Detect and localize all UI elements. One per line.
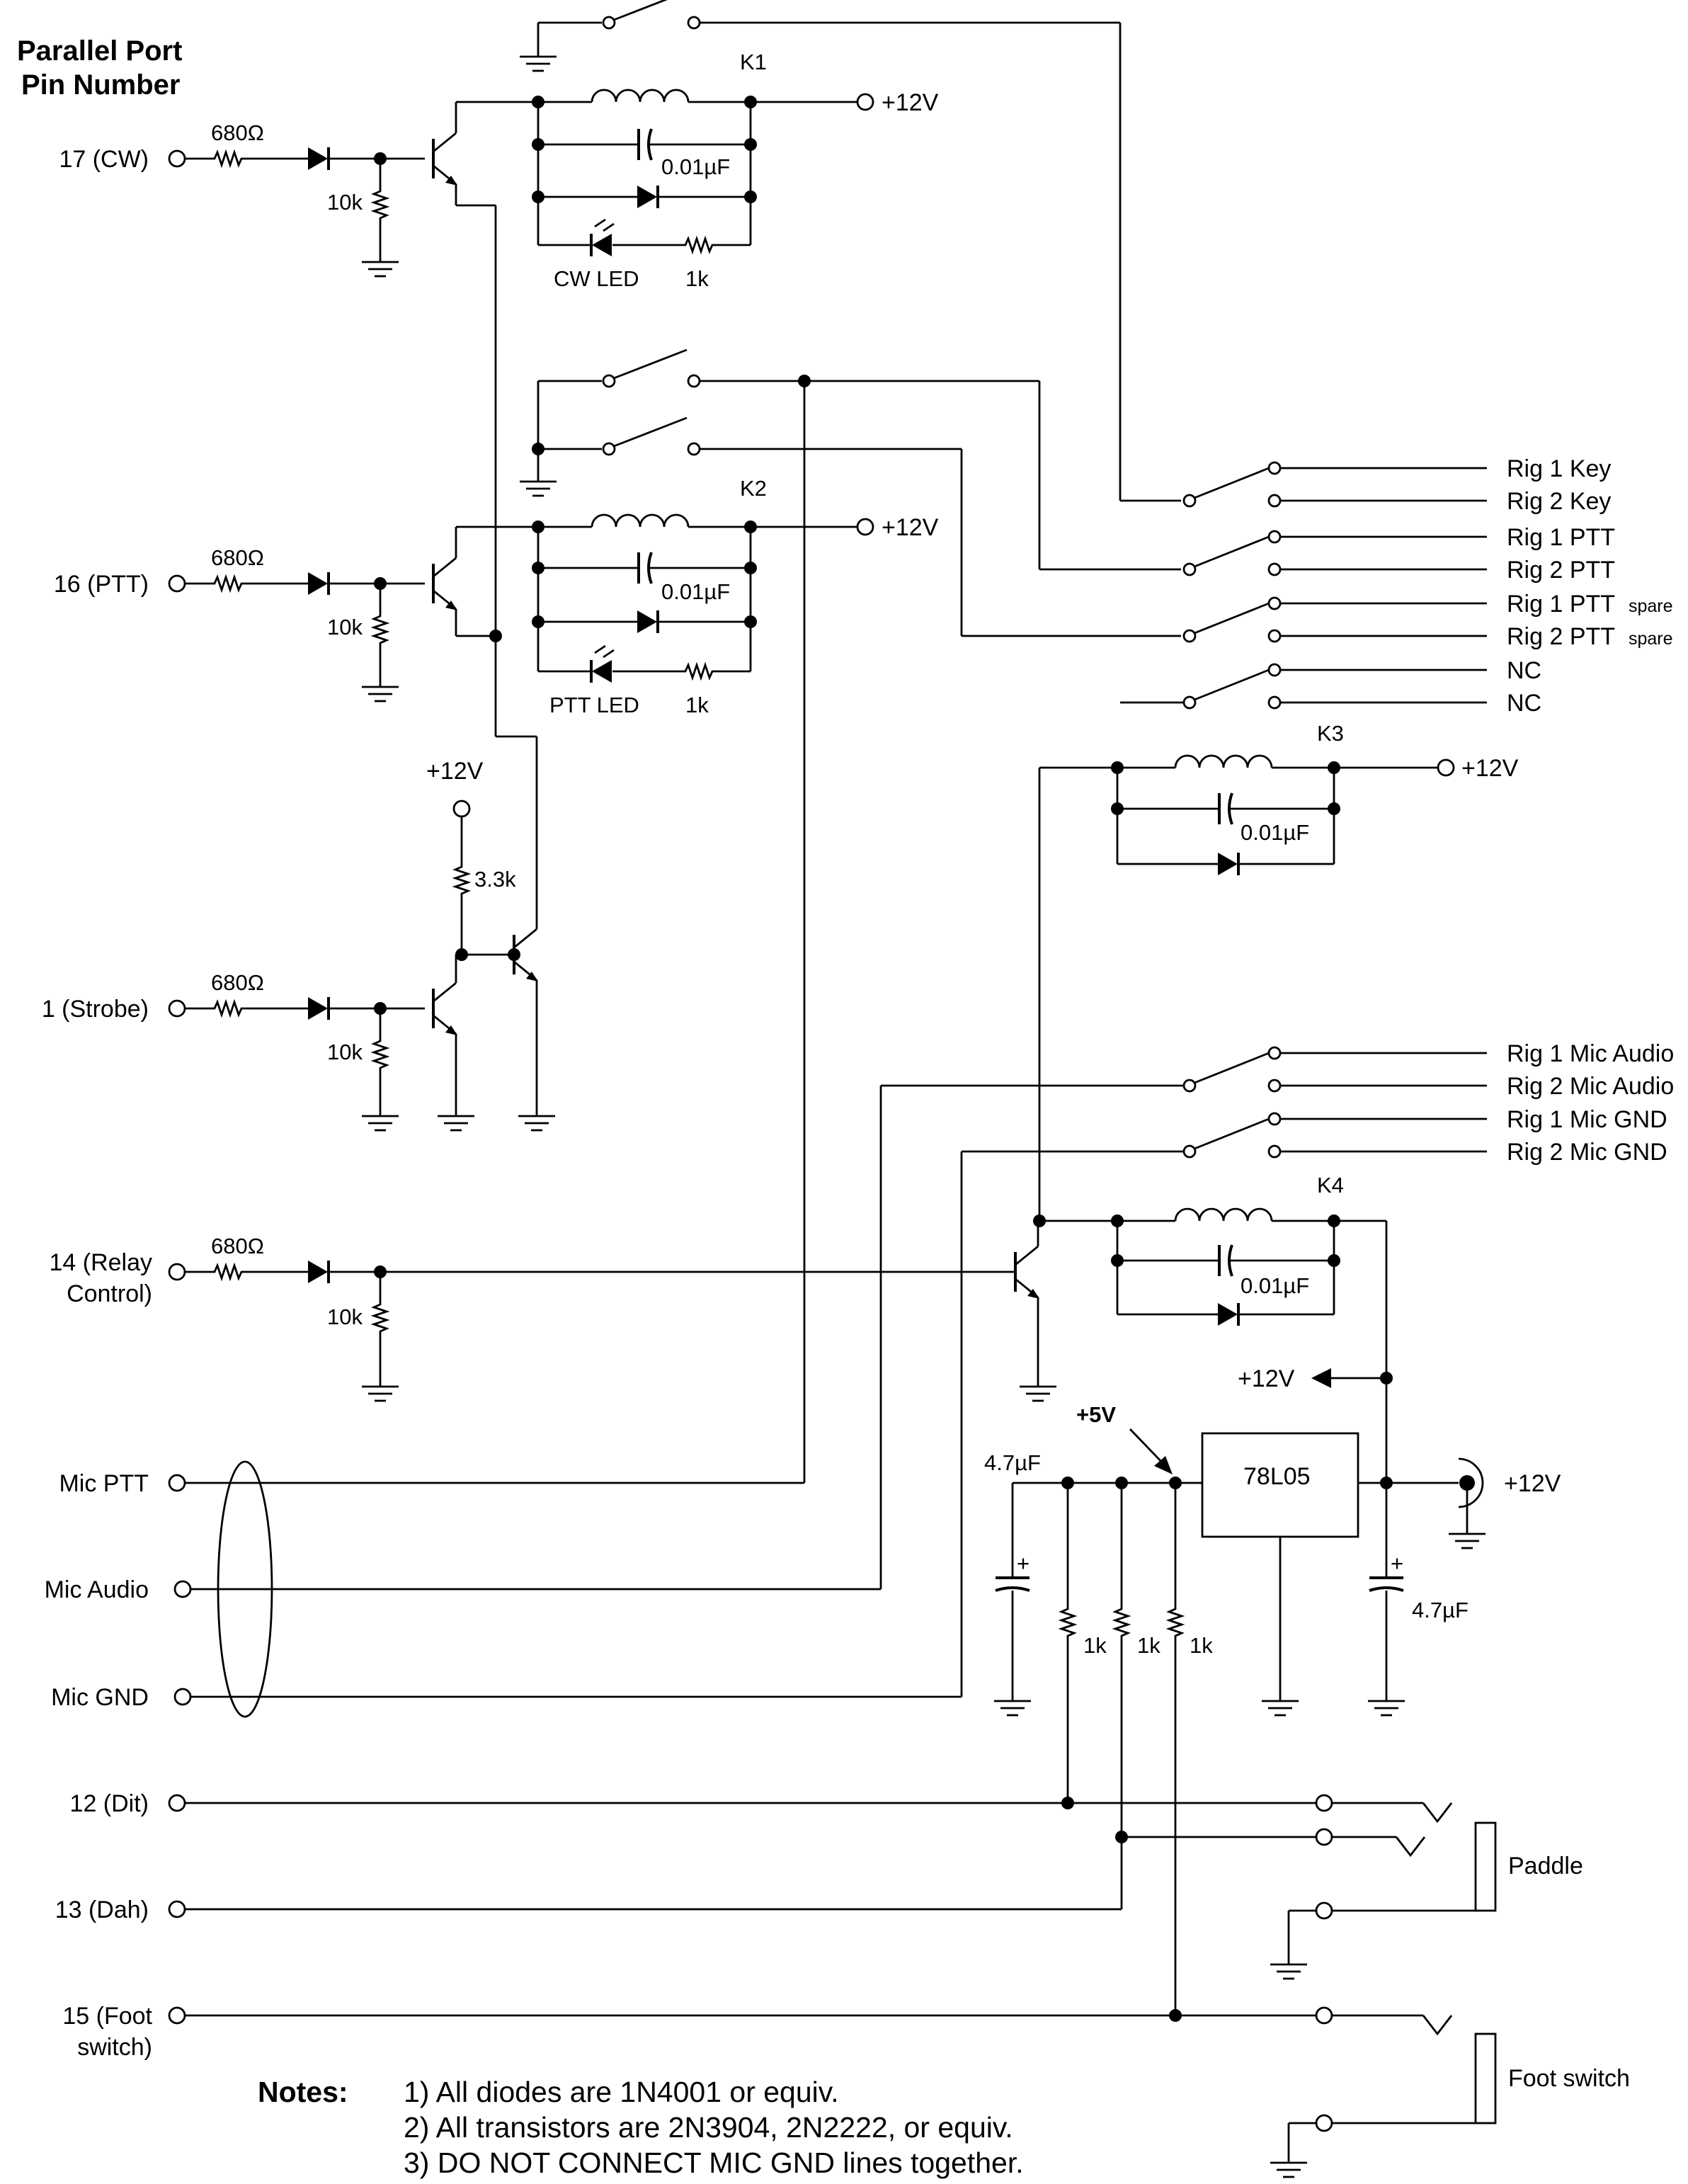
r-pulldown-label: 10k (327, 1040, 363, 1064)
foot-switch-jack[interactable] (1474, 2032, 1497, 2125)
title-line1: Parallel Port (17, 35, 182, 67)
pin14-terminal[interactable] (168, 1263, 186, 1281)
note-1: 1) All diodes are 1N4001 or equiv. (404, 2076, 839, 2108)
mic-audio-label: Mic Audio (45, 1576, 149, 1603)
power-supply: 78L05 + 4.7µF +12V +5V 4.7µF + 1k (984, 1402, 1561, 2015)
nc1-label: NC (1507, 657, 1541, 684)
regulator-label: 78L05 (1243, 1463, 1311, 1490)
pin15-label-a: 15 (Foot (62, 2003, 152, 2030)
k1-rled-label: 1k (685, 266, 709, 291)
k4-12v-arrow-label: +12V (1238, 1365, 1295, 1392)
notes-heading: Notes: (258, 2076, 348, 2108)
r-pullup-label: 3.3k (474, 867, 516, 892)
pin17-label: 17 (CW) (59, 146, 149, 173)
c-out-label: 4.7µF (1412, 1598, 1469, 1622)
k4-label: K4 (1317, 1173, 1344, 1198)
r-pulldown-label: 10k (327, 1304, 363, 1329)
mic-inputs: Mic PTT Mic Audio Mic GND (45, 1460, 273, 1718)
note-3: 3) DO NOT CONNECT MIC GND lines together… (404, 2146, 1024, 2179)
pin16-terminal[interactable] (168, 574, 186, 593)
pin1-label: 1 (Strobe) (42, 996, 149, 1023)
cw-led-label: CW LED (554, 266, 639, 291)
pin12-label: 12 (Dit) (70, 1790, 149, 1817)
k1-cap-label: 0.01µF (661, 154, 730, 179)
pin1-terminal[interactable] (168, 999, 186, 1018)
ptt-led-label: PTT LED (549, 693, 639, 717)
r-pulldown-label: 10k (327, 615, 363, 639)
pin15-terminal[interactable] (168, 2006, 186, 2025)
pin12-terminal[interactable] (168, 1794, 186, 1812)
rig2-ptt-label: Rig 2 PTT (1507, 557, 1615, 584)
pin14-label-b: Control) (67, 1280, 152, 1307)
k1-12v-label: +12V (882, 89, 939, 116)
plus5v-label: +5V (1076, 1402, 1116, 1427)
k3-label: K3 (1317, 721, 1344, 746)
r-pull-dah-label: 1k (1137, 1633, 1160, 1658)
rig2-mic-audio-label: Rig 2 Mic Audio (1507, 1073, 1674, 1100)
r-series-label: 680Ω (211, 970, 264, 995)
title-line2: Pin Number (21, 69, 180, 101)
mic-switches: Rig 1 Mic Audio Rig 2 Mic Audio Rig 1 Mi… (190, 1040, 1674, 1698)
pin15-label-b: switch) (77, 2034, 152, 2061)
k2-12v-label: +12V (882, 514, 939, 541)
rig1-ptt-spare-label: Rig 1 PTT (1507, 591, 1615, 618)
pin13-label: 13 (Dah) (55, 1896, 149, 1923)
r-series-label: 680Ω (211, 120, 264, 145)
mic-ptt-terminal[interactable] (168, 1474, 186, 1492)
rig1-mic-gnd-label: Rig 1 Mic GND (1507, 1106, 1667, 1133)
r-series-label: 680Ω (211, 1234, 264, 1258)
k3-12v-label: +12V (1461, 755, 1519, 782)
pin14-label-a: 14 (Relay (49, 1249, 152, 1276)
mic-gnd-label: Mic GND (51, 1684, 149, 1711)
r-series-label: 680Ω (211, 545, 264, 570)
c-in-plus: + (1017, 1551, 1030, 1576)
k3-cap-label: 0.01µF (1241, 820, 1309, 845)
rig1-mic-audio-label: Rig 1 Mic Audio (1507, 1040, 1674, 1067)
pin16-label: 16 (PTT) (54, 571, 149, 598)
paddle-label: Paddle (1508, 1853, 1583, 1879)
nc2-label: NC (1507, 690, 1541, 717)
pin13-terminal[interactable] (168, 1900, 186, 1918)
stage-relay-control: 14 (Relay Control) 680Ω 10k K4 (49, 1173, 1393, 1483)
foot-switch-label: Foot switch (1508, 2065, 1630, 2092)
relay-k3: K3 +12V 0.01µF (1038, 721, 1519, 1214)
k2-cap-label: 0.01µF (661, 579, 730, 604)
rig1-key-label: Rig 1 Key (1507, 455, 1611, 482)
stage-cw: 17 (CW) 680Ω 10k +12V K1 (59, 0, 1181, 736)
k2-label: K2 (740, 476, 767, 501)
rig1-spare-suffix: spare (1629, 596, 1673, 616)
stage-strobe: 1 (Strobe) 680Ω 10k +12V 3.3k (42, 735, 557, 1132)
k1-label: K1 (740, 50, 767, 74)
rig2-key-label: Rig 2 Key (1507, 488, 1611, 515)
strobe-12v-label: +12V (426, 758, 484, 785)
pin17-terminal[interactable] (168, 149, 186, 168)
rig2-spare-suffix: spare (1629, 629, 1673, 649)
rig2-mic-gnd-label: Rig 2 Mic GND (1507, 1139, 1667, 1166)
r-pulldown-label: 10k (327, 190, 363, 215)
rig2-ptt-spare-label: Rig 2 PTT (1507, 623, 1615, 650)
c-out-plus: + (1391, 1551, 1403, 1576)
output-switches: Rig 1 Key Rig 2 Key Rig 1 PTT Rig 2 PTT … (1120, 455, 1673, 717)
paddle-jack[interactable] (1474, 1821, 1497, 1912)
notes: Notes: 1) All diodes are 1N4001 or equiv… (258, 2076, 1024, 2179)
k4-cap-label: 0.01µF (1241, 1273, 1309, 1298)
shield-ellipse (217, 1460, 273, 1718)
keyer-inputs: 12 (Dit) 13 (Dah) Paddle 15 (Foot switch… (55, 1790, 1630, 2178)
r-pull-dit-label: 1k (1083, 1633, 1107, 1658)
r-pull-foot-label: 1k (1190, 1633, 1213, 1658)
mic-gnd-terminal[interactable] (173, 1688, 192, 1706)
mic-ptt-label: Mic PTT (59, 1470, 149, 1497)
mic-audio-terminal[interactable] (173, 1580, 192, 1598)
dc-jack[interactable] (1458, 1457, 1484, 1508)
k2-rled-label: 1k (685, 693, 709, 717)
rig1-ptt-label: Rig 1 PTT (1507, 524, 1615, 551)
note-2: 2) All transistors are 2N3904, 2N2222, o… (404, 2111, 1013, 2144)
dc-jack-label: +12V (1504, 1470, 1561, 1497)
stage-ptt: 16 (PTT) 680Ω 10k +12V K2 (54, 348, 1181, 1484)
c-in-label: 4.7µF (984, 1450, 1041, 1475)
